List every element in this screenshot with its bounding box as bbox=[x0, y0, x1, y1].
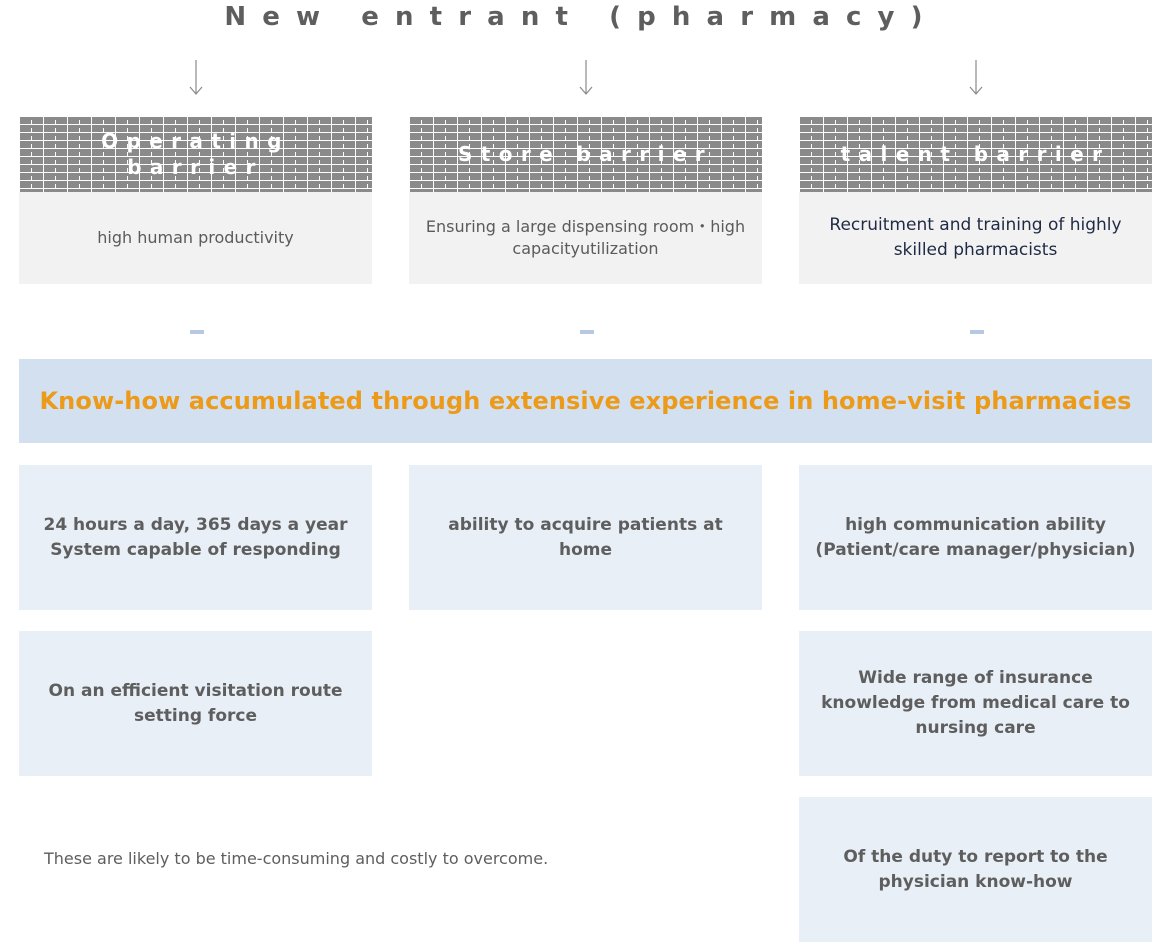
knowhow-box: 24 hours a day, 365 days a year System c… bbox=[19, 465, 372, 610]
barrier-description: Ensuring a large dispensing room・high ca… bbox=[409, 192, 762, 284]
connector-dash bbox=[580, 330, 594, 334]
knowhow-box: ability to acquire patients at home bbox=[409, 465, 762, 610]
knowhow-box: On an efficient visitation route setting… bbox=[19, 631, 372, 776]
footnote-text: These are likely to be time-consuming an… bbox=[44, 849, 549, 868]
diagram-title: New entrant (pharmacy) bbox=[224, 2, 939, 32]
connector-dash bbox=[190, 330, 204, 334]
operating-barrier-wall: Operating barrier bbox=[19, 116, 372, 192]
down-arrow-icon bbox=[579, 60, 593, 95]
store-barrier-wall: Store barrier bbox=[409, 116, 762, 192]
connector-dash bbox=[970, 330, 984, 334]
down-arrow-icon bbox=[189, 60, 203, 95]
knowhow-box: Of the duty to report to the physician k… bbox=[799, 797, 1152, 942]
barrier-description: high human productivity bbox=[19, 192, 372, 284]
barrier-description: Recruitment and training of highly skill… bbox=[799, 192, 1152, 284]
down-arrow-icon bbox=[969, 60, 983, 95]
barrier-label: Operating barrier bbox=[101, 129, 290, 179]
knowhow-box: high communication ability (Patient/care… bbox=[799, 465, 1152, 610]
barrier-label: Store barrier bbox=[457, 142, 714, 166]
talent-barrier-wall: talent barrier bbox=[799, 116, 1152, 192]
knowhow-banner: Know-how accumulated through extensive e… bbox=[19, 359, 1152, 443]
barrier-label: talent barrier bbox=[840, 142, 1111, 166]
knowhow-box: Wide range of insurance knowledge from m… bbox=[799, 631, 1152, 776]
